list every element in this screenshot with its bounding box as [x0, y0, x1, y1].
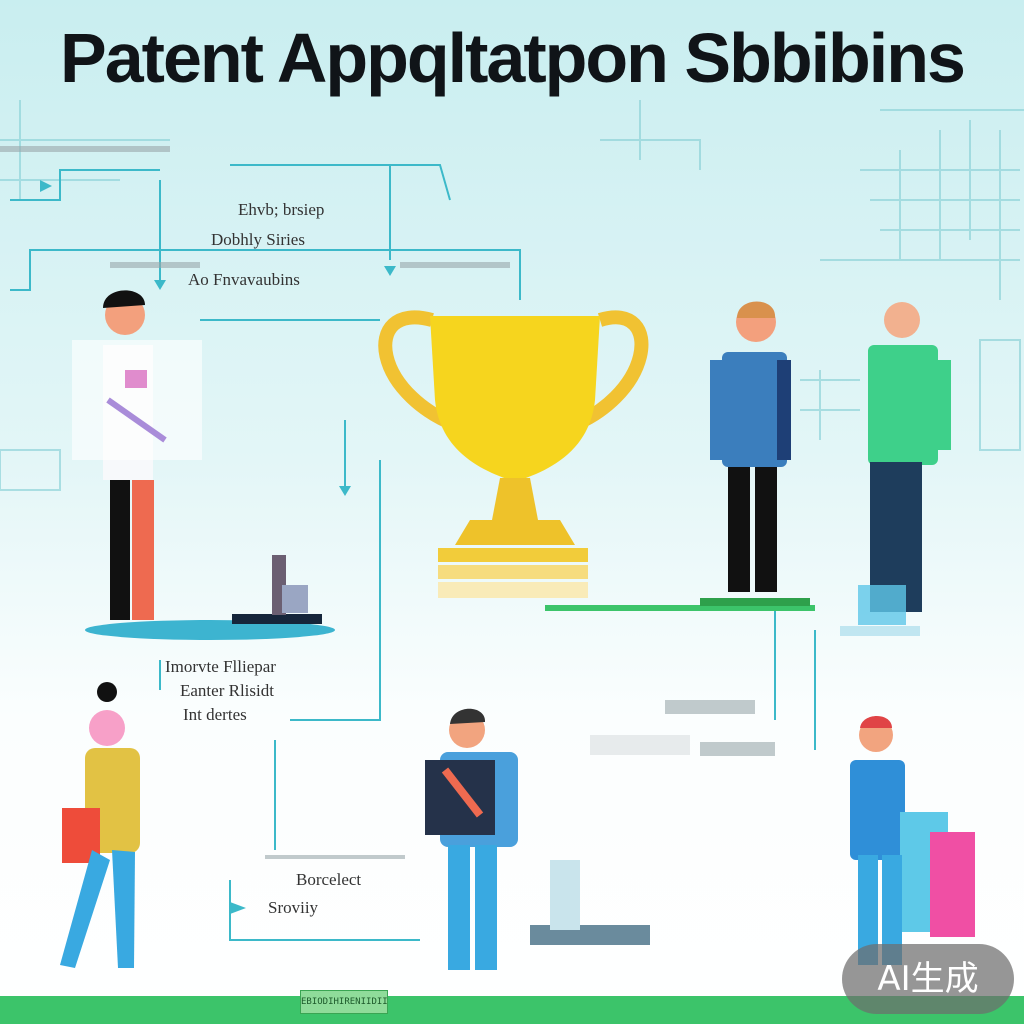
label-bot-2: Sroviiy [268, 898, 319, 917]
person-blue-jacket [850, 716, 975, 965]
label-mid-1: Imorvte Flliepar [165, 657, 276, 676]
label-mid-3: Int dertes [183, 705, 247, 724]
trophy [378, 310, 649, 598]
page-title: Patent Appqltatpon Sbbibins [60, 19, 966, 97]
person-backpack [60, 682, 140, 968]
person-green-shirt [840, 302, 951, 636]
person-presenter [72, 290, 335, 640]
label-bot-1: Borcelect [296, 870, 362, 889]
flow-arrowheads [40, 180, 396, 914]
label-top-3: Ao Fnvavaubins [188, 270, 300, 289]
person-blue-sweater [545, 301, 815, 611]
ai-generated-badge: AI生成 [842, 944, 1014, 1014]
label-top-2: Dobhly Siries [211, 230, 305, 249]
label-mid-2: Eanter Rlisidt [180, 681, 274, 700]
person-laptop [425, 708, 650, 970]
footer-label-box: EBIODIHIRENIIDII [300, 990, 388, 1014]
label-top-1: Ehvb; brsiep [238, 200, 325, 219]
flow-lines [10, 164, 816, 941]
placeholder-bars [0, 146, 775, 859]
